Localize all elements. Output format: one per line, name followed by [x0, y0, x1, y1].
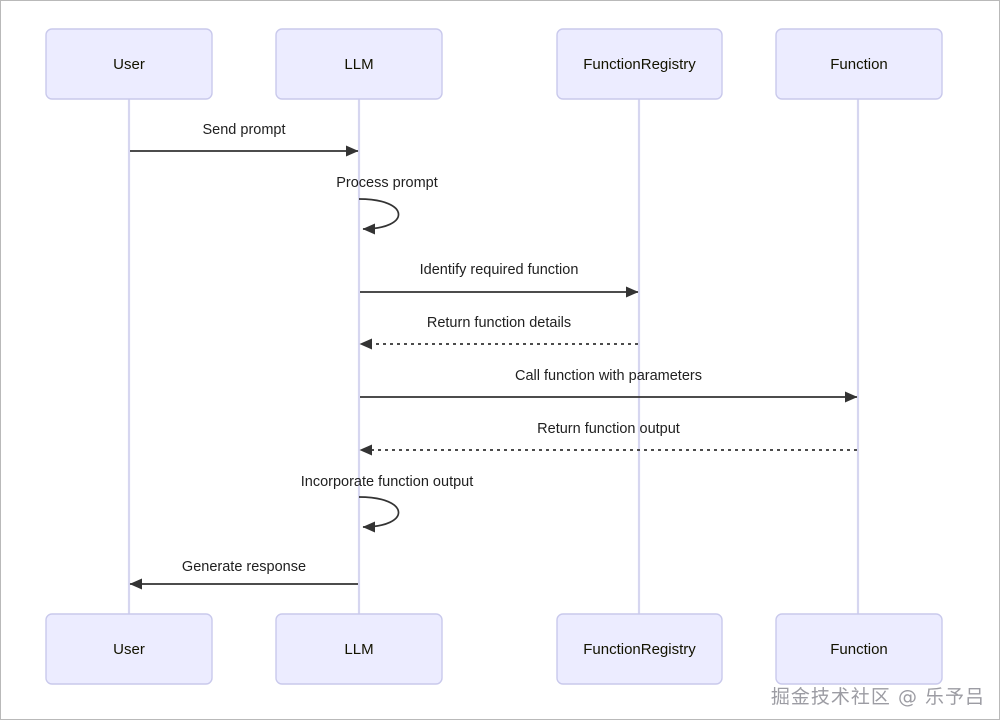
participant-box-bottom-user[interactable]: [45, 613, 213, 685]
message-7-selfloop: [358, 496, 400, 533]
participant-boxes-group: [45, 28, 943, 685]
message-2-selfloop: [358, 198, 400, 235]
participant-box-bottom-function[interactable]: [775, 613, 943, 685]
messages-group: [129, 145, 858, 590]
participant-box-top-registry[interactable]: [556, 28, 723, 100]
participant-box-bottom-registry[interactable]: [556, 613, 723, 685]
participant-box-bottom-llm[interactable]: [275, 613, 443, 685]
participant-box-top-function[interactable]: [775, 28, 943, 100]
participant-box-top-user[interactable]: [45, 28, 213, 100]
participant-box-top-llm[interactable]: [275, 28, 443, 100]
lifelines-group: [127, 99, 860, 614]
